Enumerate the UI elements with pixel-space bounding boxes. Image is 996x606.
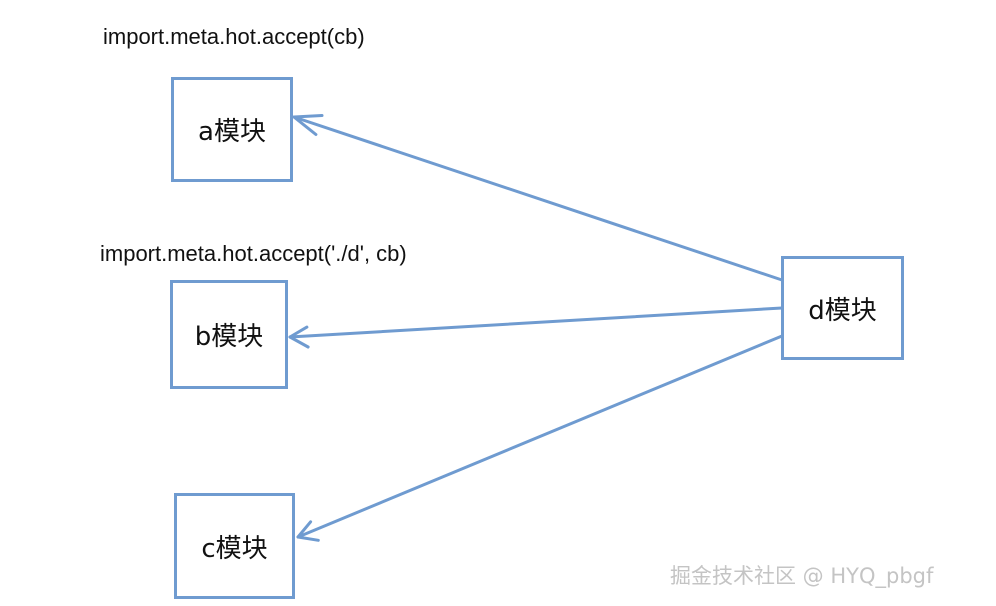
edge-d-to-b (288, 306, 784, 349)
edge-d-to-c (296, 334, 784, 542)
annotation-a: import.meta.hot.accept(cb) (103, 24, 365, 49)
edge-d-to-a (292, 114, 784, 282)
annotation-b: import.meta.hot.accept('./d', cb) (100, 241, 407, 266)
node-a: a模块 (171, 77, 293, 182)
node-d: d模块 (781, 256, 904, 360)
node-c: c模块 (174, 493, 295, 599)
watermark: 掘金技术社区 @ HYQ_pbgf (670, 564, 934, 588)
node-b: b模块 (170, 280, 288, 389)
